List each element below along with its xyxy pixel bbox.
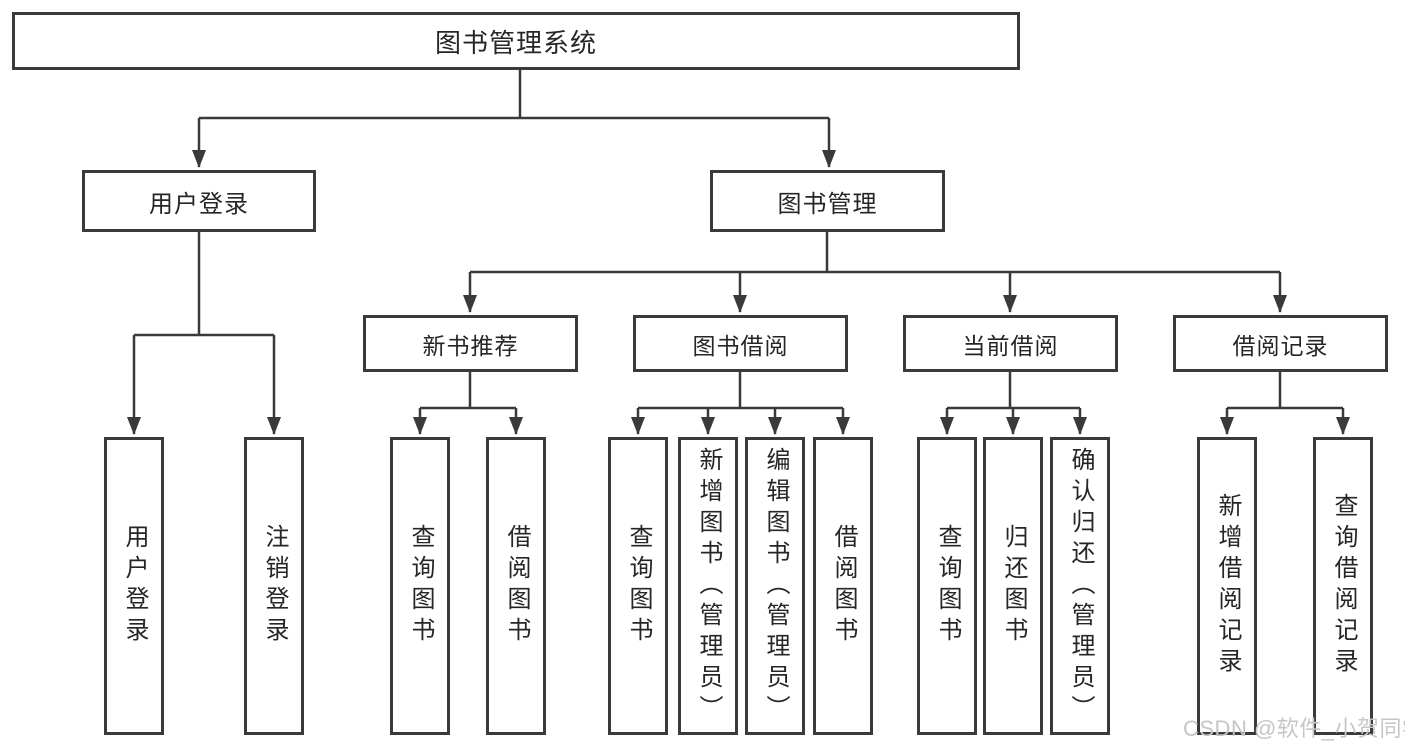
leaf-label: 新增图书（管理员） — [695, 446, 722, 726]
leaf-label: 查询图书 — [407, 524, 434, 648]
leaf-label: 归还图书 — [1000, 524, 1027, 648]
leaf-label: 编辑图书（管理员） — [762, 446, 789, 726]
leaf-confirm-return-admin: 确认归还（管理员） — [1050, 437, 1110, 735]
leaf-label: 注销登录 — [261, 524, 288, 648]
csdn-watermark: CSDN @软件_小贺同学 — [1183, 716, 1405, 741]
leaf-label: 查询图书 — [625, 524, 652, 648]
node-book-borrowing: 图书借阅 — [633, 315, 848, 372]
leaf-add-book-admin: 新增图书（管理员） — [678, 437, 738, 735]
leaf-query-books-borrow: 查询图书 — [608, 437, 668, 735]
node-current-borrowing: 当前借阅 — [903, 315, 1118, 372]
leaf-borrow-books: 借阅图书 — [813, 437, 873, 735]
leaf-label: 借阅图书 — [503, 524, 530, 648]
node-user-login: 用户登录 — [82, 170, 316, 232]
leaf-edit-book-admin: 编辑图书（管理员） — [745, 437, 805, 735]
leaf-borrow-books-recommend: 借阅图书 — [486, 437, 546, 735]
node-new-book-recommend: 新书推荐 — [363, 315, 578, 372]
leaf-query-books-current: 查询图书 — [917, 437, 977, 735]
leaf-query-books-recommend: 查询图书 — [390, 437, 450, 735]
leaf-user-login: 用户登录 — [104, 437, 164, 735]
node-root-system: 图书管理系统 — [12, 12, 1020, 70]
leaf-label: 查询图书 — [934, 524, 961, 648]
leaf-logout: 注销登录 — [244, 437, 304, 735]
leaf-label: 用户登录 — [121, 524, 148, 648]
leaf-label: 新增借阅记录 — [1214, 493, 1241, 679]
node-borrowing-records: 借阅记录 — [1173, 315, 1388, 372]
leaf-label: 查询借阅记录 — [1330, 493, 1357, 679]
leaf-label: 确认归还（管理员） — [1067, 446, 1094, 726]
leaf-add-borrow-record: 新增借阅记录 — [1197, 437, 1257, 735]
leaf-return-books: 归还图书 — [983, 437, 1043, 735]
node-book-management: 图书管理 — [710, 170, 945, 232]
leaf-label: 借阅图书 — [830, 524, 857, 648]
leaf-query-borrow-record: 查询借阅记录 — [1313, 437, 1373, 735]
